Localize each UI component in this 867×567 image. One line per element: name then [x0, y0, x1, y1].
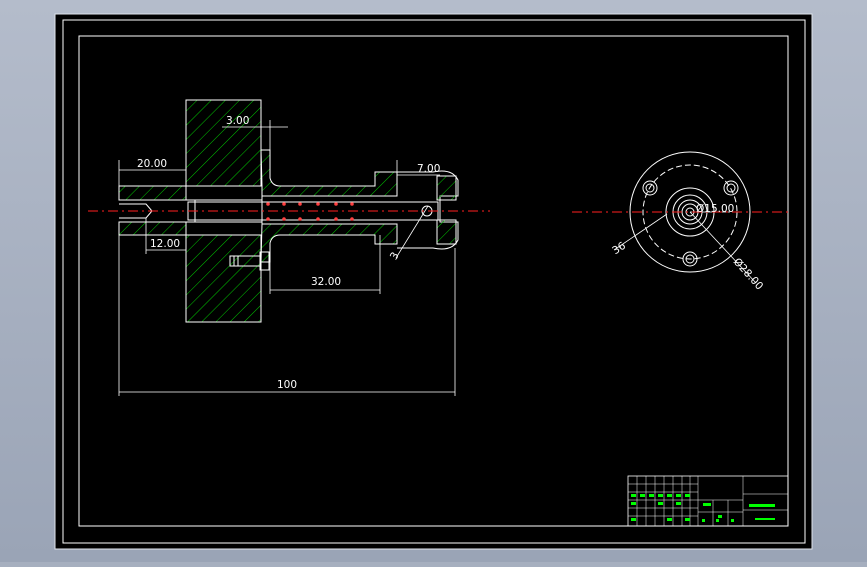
dim-bore-dia: Ø15.00 [696, 203, 734, 215]
dim-chamfer-leader [395, 205, 429, 259]
drawing-sheet [54, 13, 813, 550]
tb-mark-18 [749, 504, 775, 507]
shaft-lower [260, 223, 398, 263]
tb-mark-17 [731, 519, 734, 522]
knob-outline [397, 170, 459, 250]
set-screw-head [259, 251, 270, 271]
tb-mark-0 [631, 494, 636, 497]
body-wall-upper [118, 185, 187, 201]
spring-coil-2-1 [298, 217, 302, 221]
leader-bolt-circle [613, 213, 668, 251]
dimension-labels: 3.00 20.00 7.00 12.00 32.00 3 100 [137, 115, 440, 391]
tb-mark-10 [631, 518, 636, 521]
spring-coil-5-0 [350, 202, 354, 206]
tb-mark-2 [649, 494, 654, 497]
tb-mark-13 [703, 503, 711, 506]
tb-mark-12 [685, 518, 690, 521]
dim-chamfer: 3 [388, 250, 402, 262]
spring-coils [266, 202, 354, 221]
title-block [627, 475, 789, 527]
flange-outer-circle [629, 151, 751, 273]
tb-mark-8 [658, 502, 663, 505]
bolt-hole-1-inner [645, 183, 655, 193]
knob-section-upper [436, 175, 457, 201]
outer-frame [62, 19, 806, 544]
tb-mark-11 [667, 518, 672, 521]
title-block-frame [627, 475, 789, 527]
mounting-plate-lower [185, 234, 262, 323]
tb-mark-16 [716, 519, 719, 522]
spring-coil-3-0 [316, 202, 320, 206]
bolt-hole-2-inner [726, 183, 736, 193]
dim-overall-length: 100 [277, 379, 297, 391]
dim-head-width: 7.00 [417, 163, 440, 175]
spring-coil-3-1 [316, 217, 320, 221]
tb-mark-7 [631, 502, 636, 505]
bolt-hole-3-inner [685, 254, 695, 264]
tb-mark-4 [667, 494, 672, 497]
dim-collar-width: 3.00 [226, 115, 249, 127]
bolt-hole-2 [723, 180, 739, 196]
spring-coil-1-1 [282, 217, 286, 221]
tb-mark-14 [718, 515, 722, 518]
mounting-plate-upper [185, 99, 262, 187]
spring-coil-4-1 [334, 217, 338, 221]
bolt-hole-1 [642, 180, 658, 196]
tb-mark-9 [676, 502, 681, 505]
tb-mark-6 [685, 494, 690, 497]
dim-recess-depth: 12.00 [150, 238, 180, 250]
bolt-hole-3 [682, 251, 698, 267]
section-view: 3.00 20.00 7.00 12.00 32.00 3 100 [88, 99, 490, 396]
tb-mark-19 [755, 518, 775, 520]
spring-coil-1-0 [282, 202, 286, 206]
spring-coil-0-1 [266, 217, 270, 221]
body-wall-lower [118, 221, 187, 236]
spring-coil-5-1 [350, 217, 354, 221]
shaft-upper [260, 149, 398, 197]
inner-frame [78, 35, 789, 527]
tb-mark-3 [658, 494, 663, 497]
tb-mark-1 [640, 494, 645, 497]
knob-section-lower [436, 219, 457, 245]
dim-body-length: 20.00 [137, 158, 167, 170]
leader-outer-dia [689, 211, 757, 284]
spring-coil-0-0 [266, 202, 270, 206]
tb-mark-5 [676, 494, 681, 497]
dim-shaft-length: 32.00 [311, 276, 341, 288]
tb-mark-15 [702, 519, 705, 522]
dimension-lines [118, 100, 456, 396]
spring-coil-2-0 [298, 202, 302, 206]
title-block-grid [628, 476, 788, 526]
spring-coil-4-0 [334, 202, 338, 206]
title-block-text-marks [631, 494, 775, 522]
